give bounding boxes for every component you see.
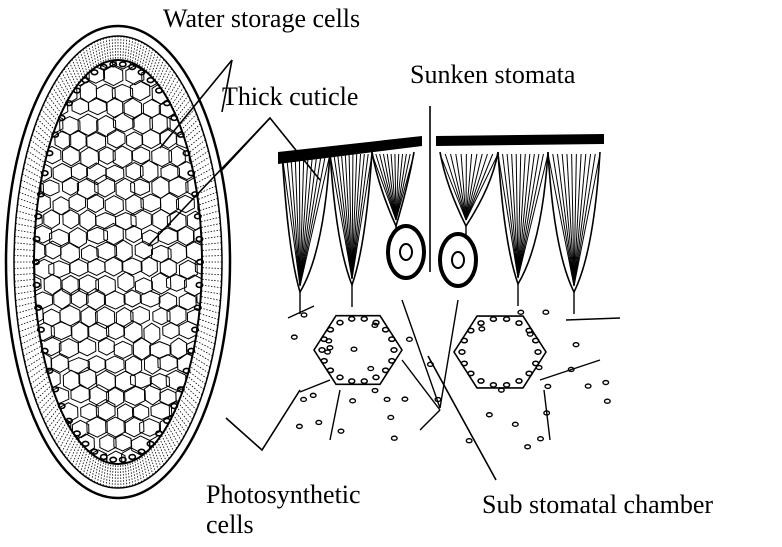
label-photosynthetic: Photosynthetic — [206, 482, 361, 508]
label-thick-cuticle: Thick cuticle — [222, 84, 358, 110]
magnified-section — [278, 134, 620, 449]
leaf-cross-section — [6, 26, 230, 498]
label-water-storage-cells: Water storage cells — [163, 6, 360, 32]
label-sunken-stomata: Sunken stomata — [410, 62, 575, 88]
label-cells: cells — [206, 512, 254, 538]
palisade-cells — [282, 152, 600, 314]
mesophyll-cells — [288, 300, 620, 449]
label-sub-stomatal-chamber: Sub stomatal chamber — [482, 492, 713, 518]
guard-cell-right — [440, 234, 476, 286]
guard-cell-left — [388, 226, 424, 278]
cuticle-bar-right — [436, 134, 604, 146]
